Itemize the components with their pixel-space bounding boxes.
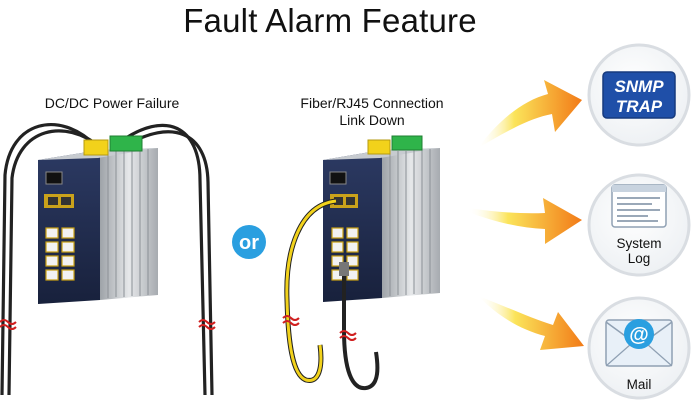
arrow-to-syslog bbox=[468, 198, 582, 244]
system-log-circle bbox=[587, 173, 691, 277]
power-cable-right-outer bbox=[119, 123, 207, 396]
snmp-trap-circle: SNMP TRAP bbox=[587, 43, 691, 147]
mail-label: Mail bbox=[626, 377, 652, 392]
system-log-label: System Log bbox=[593, 236, 685, 266]
mail-at-symbol: @ bbox=[629, 324, 649, 346]
arrow-to-mail bbox=[478, 296, 584, 350]
switch-right bbox=[282, 135, 440, 391]
caption-power-failure: DC/DC Power Failure bbox=[44, 95, 180, 111]
caption-link-down-line2: Link Down bbox=[339, 112, 405, 128]
snmp-line2: TRAP bbox=[616, 97, 663, 116]
snmp-line1: SNMP bbox=[614, 77, 664, 96]
caption-link-down: Fiber/RJ45 Connection Link Down bbox=[272, 95, 472, 129]
break-mark bbox=[282, 315, 357, 341]
power-cable-left-outer-2 bbox=[7, 129, 102, 396]
system-log-line2: Log bbox=[627, 251, 651, 266]
snmp-trap-icon bbox=[602, 71, 676, 119]
system-log-line1: System bbox=[616, 236, 662, 251]
arrow-to-snmp bbox=[478, 80, 582, 148]
mail-circle: @ bbox=[587, 296, 691, 400]
rj45-cable bbox=[342, 276, 380, 391]
or-badge: or bbox=[232, 225, 266, 259]
mail-icon: @ bbox=[605, 319, 673, 367]
or-text: or bbox=[239, 232, 259, 254]
break-mark bbox=[0, 319, 216, 330]
caption-link-down-line1: Fiber/RJ45 Connection bbox=[300, 95, 444, 111]
system-log-icon bbox=[611, 184, 667, 228]
switch-left bbox=[0, 122, 216, 396]
page-title: Fault Alarm Feature bbox=[183, 2, 477, 39]
